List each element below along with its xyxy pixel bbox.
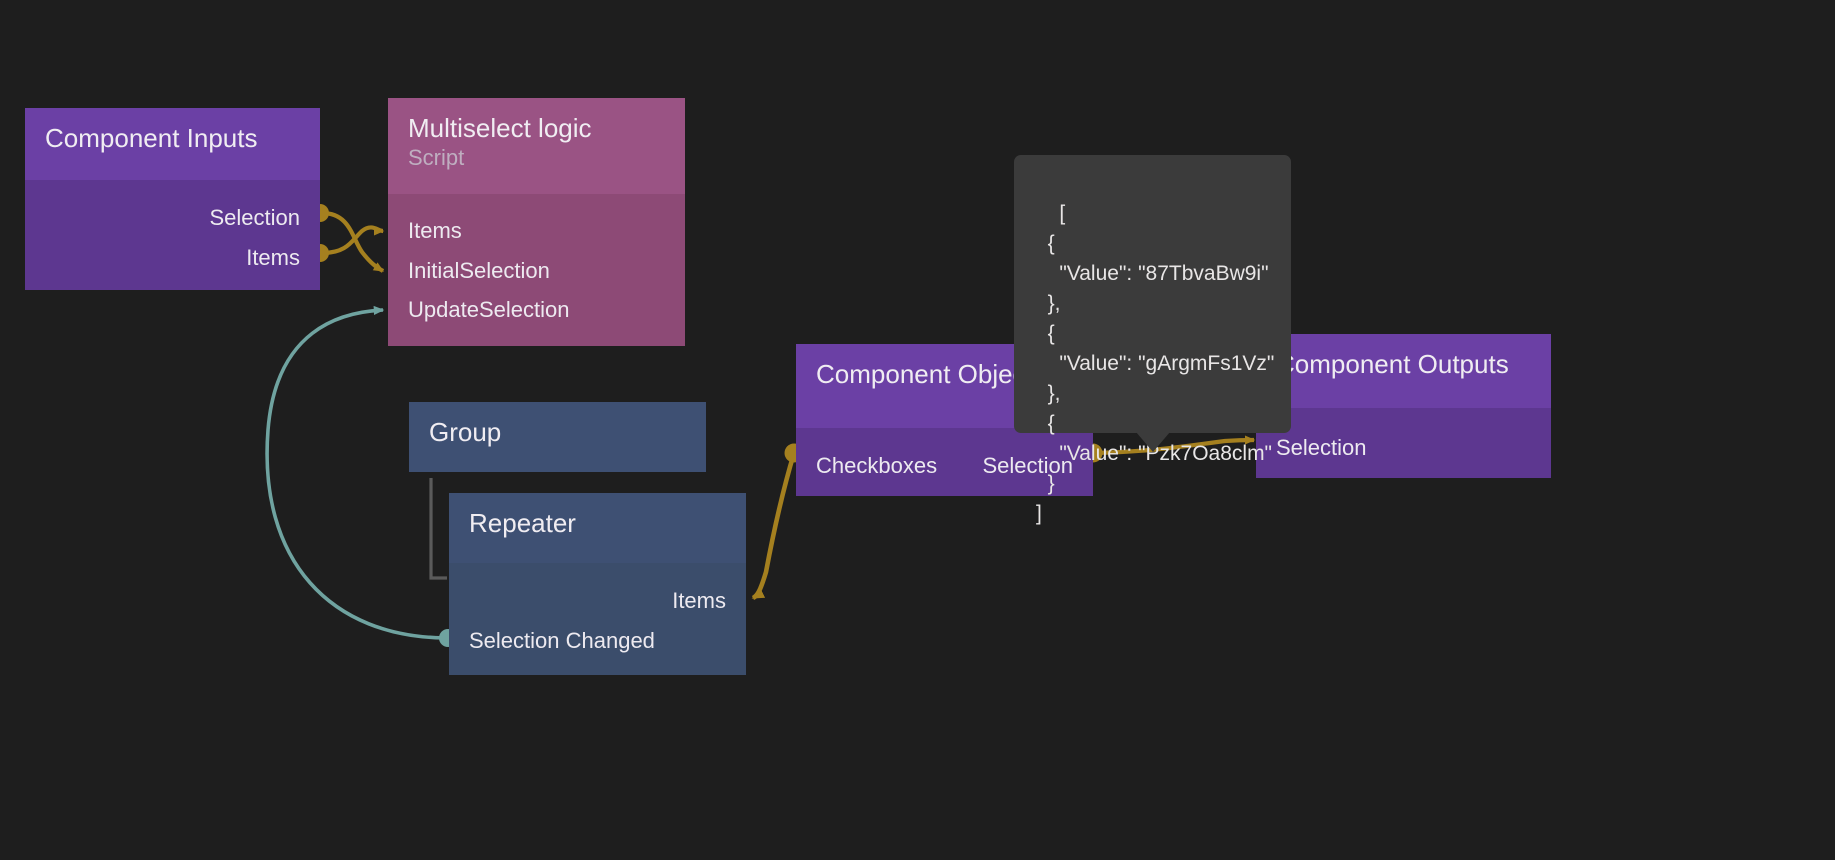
node-title-component-inputs: Component Inputs <box>45 123 258 153</box>
port-component-inputs-items[interactable]: Items <box>246 245 300 270</box>
tooltip-tail-icon <box>1136 432 1170 452</box>
wire-items-to-items <box>321 225 385 256</box>
node-repeater[interactable]: Repeater Items Selection Changed <box>449 493 746 675</box>
port-multiselect-initialselection[interactable]: InitialSelection <box>408 258 550 283</box>
node-component-outputs[interactable]: Component Outputs Selection <box>1256 334 1551 478</box>
port-component-outputs-selection[interactable]: Selection <box>1276 435 1367 460</box>
node-title-component-object: Component Object <box>816 359 1033 389</box>
hierarchy-bracket-group-repeater <box>429 478 447 580</box>
port-repeater-selection-changed[interactable]: Selection Changed <box>469 628 655 653</box>
node-header-component-outputs[interactable]: Component Outputs <box>1256 334 1551 408</box>
tooltip-json-text: [ { "Value": "87TbvaBw9i" }, { "Value": … <box>1036 202 1275 526</box>
node-header-repeater[interactable]: Repeater <box>449 493 746 563</box>
wire-checkboxes-to-repeater-items <box>751 452 797 601</box>
wire-selectionchanged-to-updateselection <box>265 305 449 640</box>
node-body-component-object: Checkboxes Selection <box>796 428 1093 496</box>
port-multiselect-updateselection[interactable]: UpdateSelection <box>408 297 570 322</box>
node-header-component-inputs[interactable]: Component Inputs <box>25 108 320 180</box>
port-component-object-selection[interactable]: Selection <box>982 453 1073 478</box>
node-subtitle-multiselect-logic: Script <box>408 145 465 171</box>
port-component-object-checkboxes[interactable]: Checkboxes <box>816 453 938 478</box>
node-title-group: Group <box>429 417 502 447</box>
value-preview-tooltip: [ { "Value": "87TbvaBw9i" }, { "Value": … <box>1014 155 1291 525</box>
node-header-multiselect-logic[interactable]: Multiselect logic Script <box>388 98 685 194</box>
node-header-group[interactable]: Group <box>409 402 706 472</box>
node-title-component-outputs: Component Outputs <box>1276 349 1509 379</box>
wire-selection-to-initialselection <box>321 210 385 273</box>
node-group[interactable]: Group <box>409 402 706 472</box>
node-body-multiselect-logic: Items InitialSelection UpdateSelection <box>388 194 685 346</box>
node-body-repeater: Items Selection Changed <box>449 563 746 675</box>
node-title-multiselect-logic: Multiselect logic <box>408 113 592 143</box>
node-component-inputs[interactable]: Component Inputs Selection Items <box>25 108 320 290</box>
node-body-component-outputs: Selection <box>1256 408 1551 478</box>
port-multiselect-items[interactable]: Items <box>408 218 462 243</box>
node-title-repeater: Repeater <box>469 508 576 538</box>
port-repeater-items[interactable]: Items <box>672 588 726 613</box>
node-multiselect-logic[interactable]: Multiselect logic Script Items InitialSe… <box>388 98 685 346</box>
node-body-component-inputs: Selection Items <box>25 180 320 290</box>
port-component-inputs-selection[interactable]: Selection <box>209 205 300 230</box>
